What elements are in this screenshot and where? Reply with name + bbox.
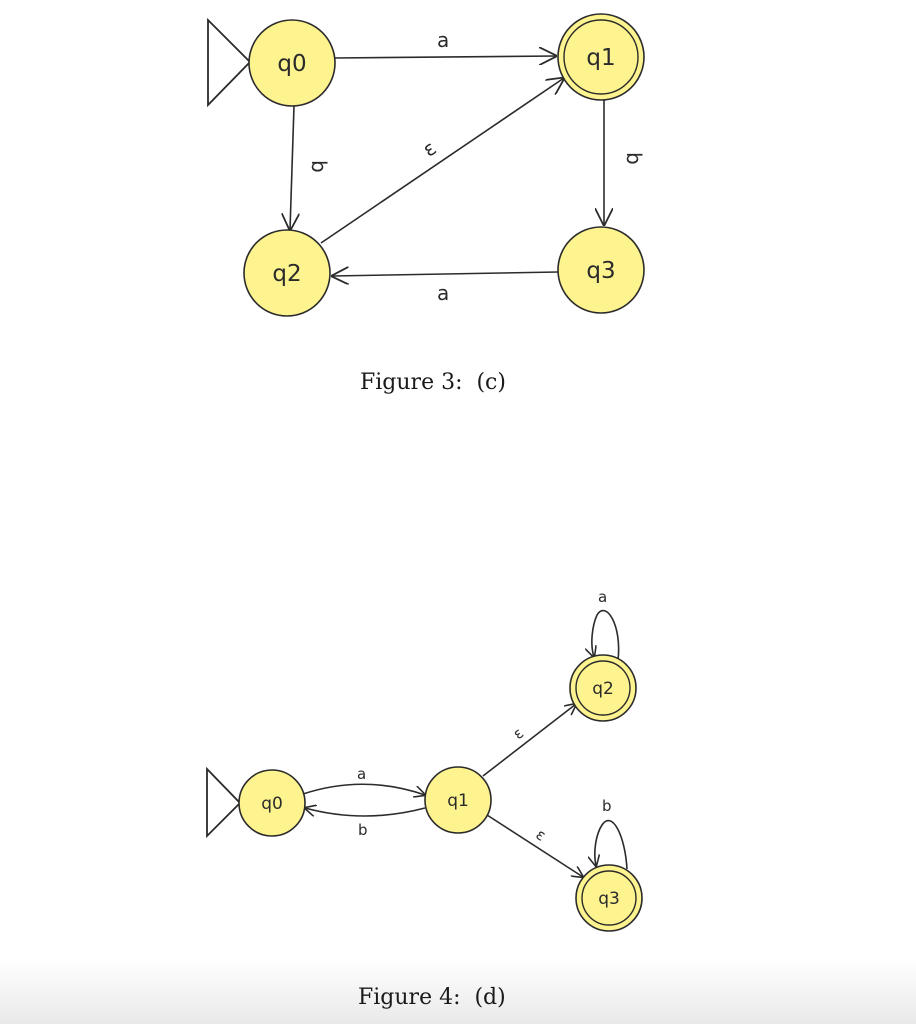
figure-3-automaton: a b ε b a q0 q1 q2 q3 — [207, 13, 646, 317]
f3-edge-label-q0-q2: b — [307, 160, 331, 173]
figure-3-caption: Figure 3: (c) — [360, 370, 506, 395]
f4-edge-q2-loop — [592, 609, 620, 661]
f3-edge-label-q3-q2: a — [437, 281, 449, 305]
f3-state-q1-label: q1 — [586, 45, 615, 71]
f3-edge-q0-q1 — [333, 56, 556, 58]
f4-edge-label-q2-loop: a — [598, 588, 607, 606]
f3-edge-label-q0-q1: a — [437, 28, 449, 52]
f4-state-q0: q0 — [238, 769, 306, 837]
f3-state-q2: q2 — [243, 229, 331, 317]
f3-state-q0-label: q0 — [277, 51, 306, 77]
f4-edge-label-q1-q3: ε — [532, 825, 549, 844]
f4-edge-q1-q2 — [482, 704, 576, 777]
figure-4-caption: Figure 4: (d) — [358, 985, 506, 1010]
f4-edge-label-q0-q1: a — [357, 765, 366, 783]
f4-start-arrow — [206, 766, 242, 839]
f3-edge-q2-q1 — [320, 78, 564, 244]
figure-4-automaton: a b ε ε a b q0 q1 q2 — [206, 588, 643, 932]
f3-state-q3-label: q3 — [586, 258, 615, 284]
f4-edge-label-q1-q0: b — [358, 821, 368, 839]
page-bottom-shade — [0, 958, 916, 1024]
f4-edge-label-q1-q2: ε — [509, 724, 527, 743]
f4-edge-label-q3-loop: b — [602, 797, 612, 815]
f4-edge-q1-q3 — [486, 814, 583, 877]
f4-state-q0-label: q0 — [261, 794, 283, 814]
f3-state-q1: q1 — [557, 13, 645, 101]
f3-edge-q0-q2 — [290, 105, 294, 230]
f4-edge-q1-q0 — [305, 808, 426, 817]
f4-state-q3: q3 — [575, 864, 643, 932]
f4-state-q2-label: q2 — [592, 679, 614, 699]
f3-edge-label-q2-q1: ε — [418, 136, 440, 162]
f3-start-arrow — [207, 17, 252, 108]
f4-state-q1-label: q1 — [447, 791, 469, 811]
f4-edge-q3-loop — [595, 819, 628, 870]
f3-edge-q3-q2 — [332, 272, 559, 276]
f4-state-q2: q2 — [569, 654, 637, 722]
f4-state-q3-label: q3 — [598, 889, 620, 909]
f3-state-q0: q0 — [248, 19, 336, 107]
f3-edge-label-q1-q3: b — [622, 152, 646, 165]
f3-state-q2-label: q2 — [272, 261, 301, 287]
f3-state-q3: q3 — [557, 226, 645, 314]
f4-state-q1: q1 — [424, 766, 492, 834]
f4-edge-q0-q1 — [302, 783, 425, 795]
